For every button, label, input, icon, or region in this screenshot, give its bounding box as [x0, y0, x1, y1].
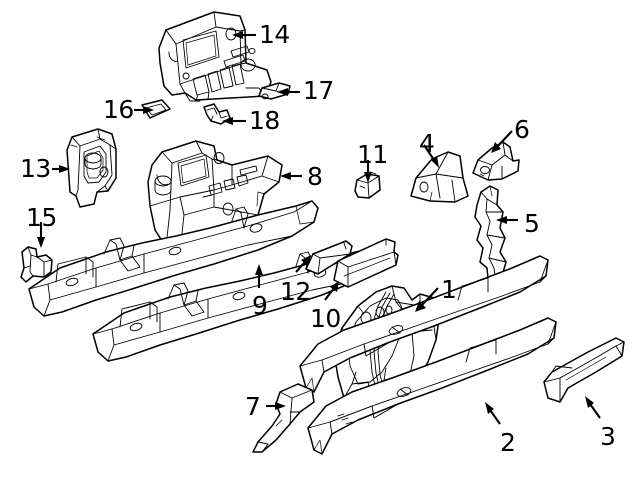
callout-leaders: [37, 31, 601, 425]
callout-label-17[interactable]: 17: [303, 76, 334, 105]
callout-label-10[interactable]: 10: [310, 304, 341, 333]
part-18-z-shaped-clip[interactable]: [203, 103, 231, 125]
part-13-wheelhouse-outer-panel[interactable]: [66, 128, 117, 208]
callout-label-11[interactable]: 11: [357, 140, 388, 169]
callout-label-1[interactable]: 1: [441, 275, 457, 304]
part-17-corner-clip-bracket[interactable]: [258, 82, 291, 100]
callout-label-4[interactable]: 4: [419, 129, 435, 158]
part-12-flat-stiffener-plate[interactable]: [305, 240, 353, 275]
callout-label-13[interactable]: 13: [20, 154, 51, 183]
part-2-side-rail-upper[interactable]: [299, 255, 549, 393]
callout-label-8[interactable]: 8: [307, 162, 323, 191]
part-14-trunk-floor-pan[interactable]: [158, 11, 272, 102]
callout-label-18[interactable]: 18: [249, 106, 280, 135]
part-3-rail-reinforcement-bracket[interactable]: [543, 337, 625, 403]
callout-label-3[interactable]: 3: [600, 422, 616, 451]
callout-label-12[interactable]: 12: [280, 277, 311, 306]
part-9-rear-side-rail-left[interactable]: [28, 200, 319, 317]
callout-label-14[interactable]: 14: [259, 20, 290, 49]
callout-label-7[interactable]: 7: [245, 392, 261, 421]
part-6-small-mounting-bracket[interactable]: [472, 141, 520, 181]
callout-label-2[interactable]: 2: [500, 428, 516, 457]
part-7-front-end-closure-plate[interactable]: [252, 383, 315, 453]
part-16-flat-cover-plate[interactable]: [141, 99, 171, 119]
part-10-channel-reinforcement[interactable]: [333, 238, 399, 288]
callout-label-5[interactable]: 5: [524, 209, 540, 238]
part-4-rear-corner-gusset[interactable]: [410, 151, 469, 203]
part-15-small-angle-bracket[interactable]: [20, 246, 53, 283]
part-2-side-rail-front-section[interactable]: [307, 317, 557, 455]
part-11-cube-bracket[interactable]: [354, 171, 381, 199]
callout-label-6[interactable]: 6: [514, 115, 530, 144]
callout-label-15[interactable]: 15: [26, 203, 57, 232]
callout-label-16[interactable]: 16: [103, 95, 134, 124]
part-5-pillar-reinforcement[interactable]: [474, 185, 507, 283]
callout-label-9[interactable]: 9: [252, 291, 268, 320]
